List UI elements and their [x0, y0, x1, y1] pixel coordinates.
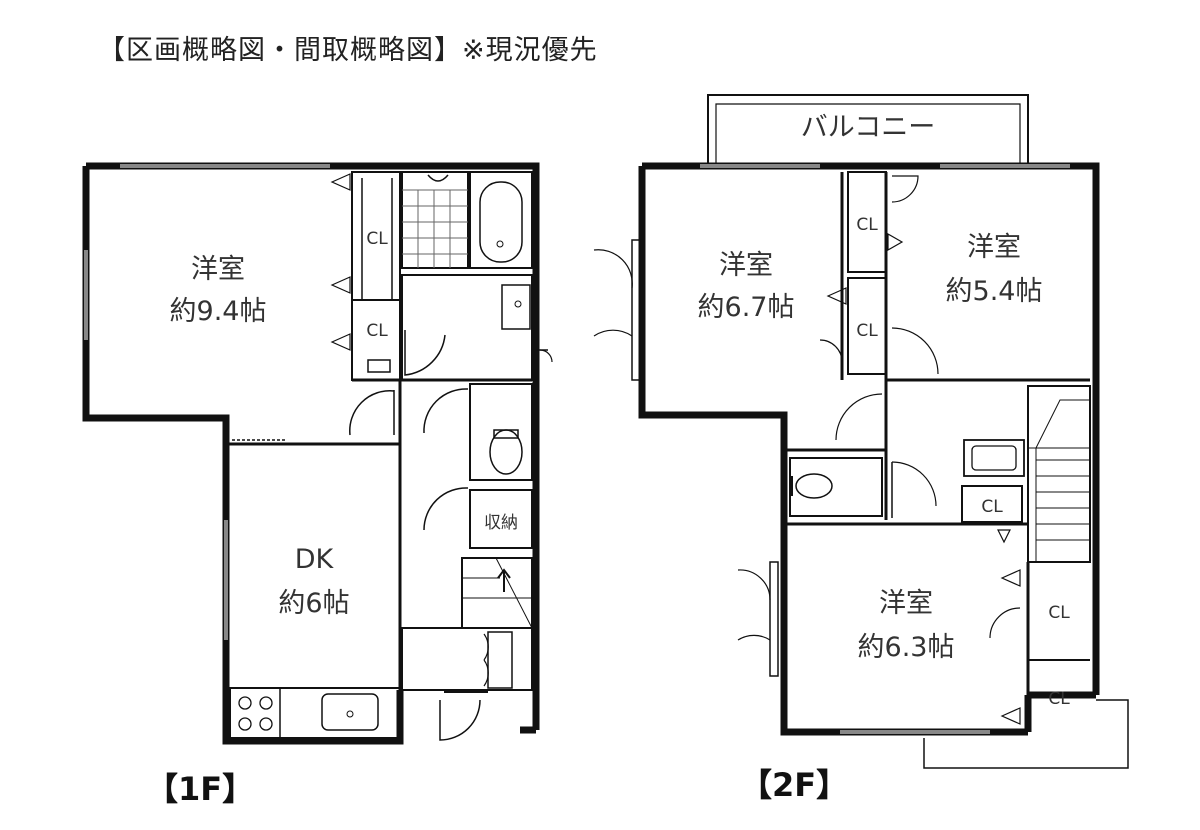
- room-name-south-2f: 洋室: [879, 588, 933, 619]
- storage-label: 収納: [484, 513, 518, 533]
- room-size-western-1f: 約9.4帖: [170, 296, 267, 327]
- room-name-west-2f: 洋室: [719, 250, 773, 281]
- floor-label-2f: 【2F】: [740, 766, 849, 804]
- closet-label: CL: [366, 229, 388, 249]
- second-floor-plan: [593, 94, 1129, 769]
- room-size-east-2f: 約5.4帖: [946, 276, 1043, 307]
- closet-label: CL: [856, 215, 878, 235]
- room-name-dk: DK: [295, 544, 335, 575]
- room-name-western-1f: 洋室: [191, 254, 245, 285]
- floor-label-1f: 【1F】: [146, 770, 255, 808]
- plan-header: 【区画概略図・間取概略図】※現況優先: [98, 35, 598, 66]
- closet-label: CL: [981, 497, 1003, 517]
- closet-label: CL: [856, 321, 878, 341]
- room-size-south-2f: 約6.3帖: [858, 632, 955, 663]
- closet-label: CL: [1048, 603, 1070, 623]
- closet-label: CL: [1048, 689, 1070, 709]
- room-name-east-2f: 洋室: [967, 232, 1021, 263]
- room-size-west-2f: 約6.7帖: [698, 292, 795, 323]
- balcony-outline: [707, 94, 1029, 166]
- room-size-dk: 約6帖: [278, 588, 349, 619]
- first-floor-plan: [82, 162, 553, 745]
- closet-label: CL: [366, 321, 388, 341]
- balcony-label: バルコニー: [801, 112, 935, 143]
